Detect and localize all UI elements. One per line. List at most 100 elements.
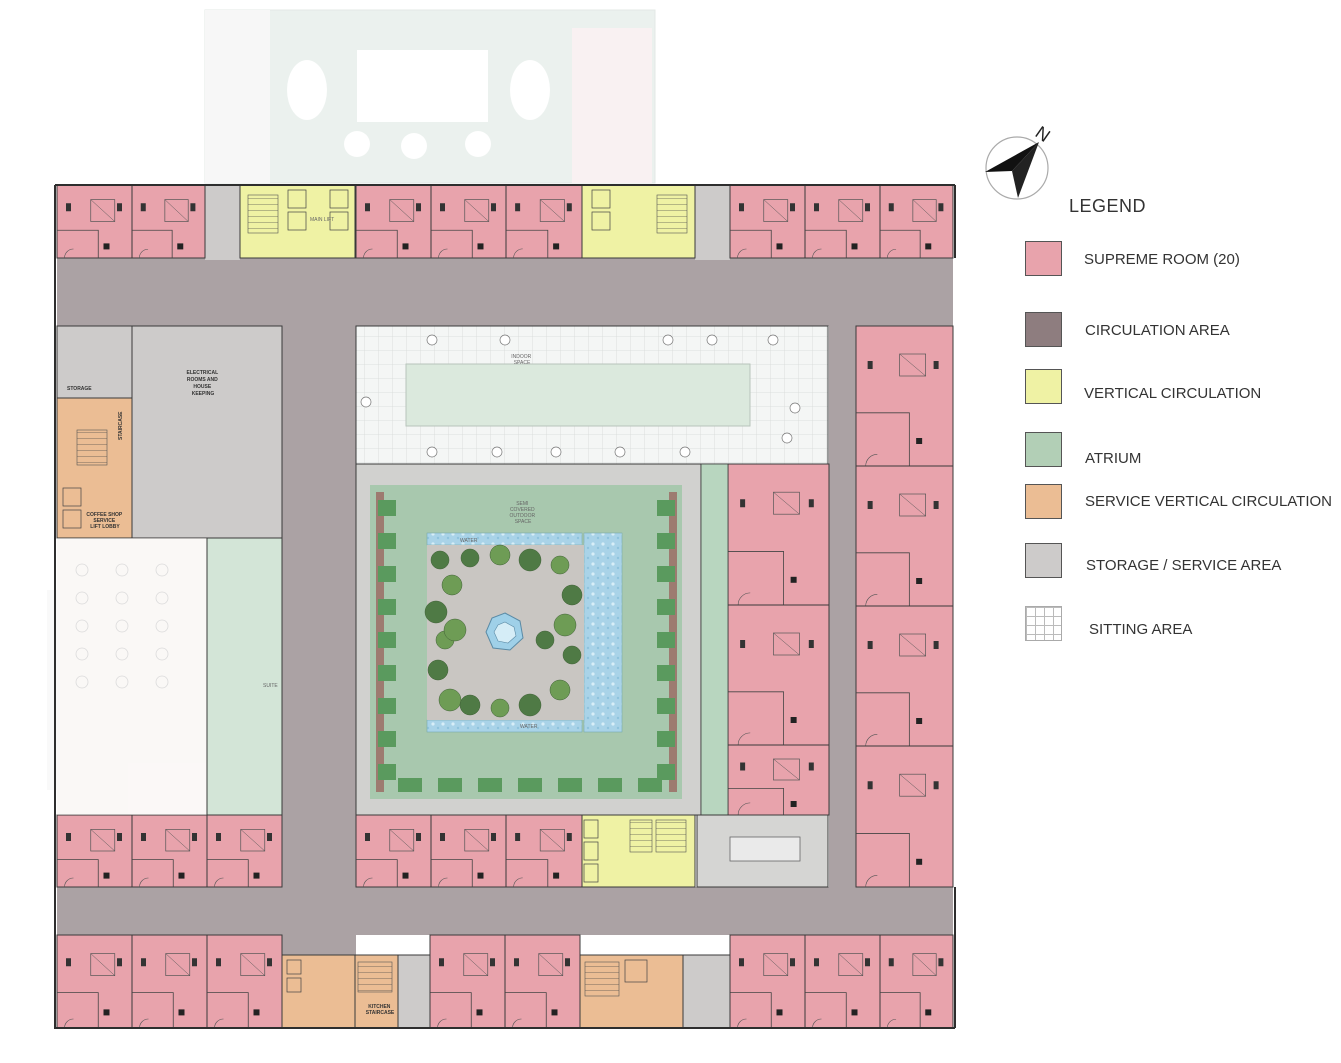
- electrical-label: ELECTRICAL ROOMS AND HOUSE KEEPING: [187, 370, 220, 397]
- tree: [489, 544, 511, 566]
- cafe-table: [426, 334, 438, 346]
- legend-item-service-vertical-circulation: SERVICE VERTICAL CIRCULATION: [1025, 484, 1341, 524]
- planter: [598, 778, 622, 792]
- tree: [549, 679, 571, 701]
- supreme-room: [206, 934, 283, 1029]
- legend-title: LEGEND: [1069, 196, 1147, 216]
- supreme-room: [855, 605, 954, 747]
- supreme-room: [727, 463, 830, 606]
- legend-item-vertical-circulation: VERTICAL CIRCULATION: [1025, 369, 1341, 409]
- supreme-room: [355, 184, 432, 259]
- tree: [562, 645, 582, 665]
- tree: [427, 659, 449, 681]
- tree: [490, 698, 510, 718]
- tree: [561, 584, 583, 606]
- supreme-room: [131, 814, 208, 888]
- supreme-room: [430, 814, 507, 888]
- staircase-label: STAIRCASE: [118, 411, 124, 440]
- legend-label: ATRIUM: [1085, 450, 1142, 467]
- coffee-table: [115, 563, 129, 577]
- coffee-table: [115, 619, 129, 633]
- supreme-room: [879, 934, 954, 1029]
- tree: [430, 550, 450, 570]
- coffee-table: [155, 675, 169, 689]
- coffee-table: [75, 563, 89, 577]
- planter: [478, 778, 502, 792]
- supreme-room: [505, 184, 583, 259]
- cafe-table: [781, 432, 793, 444]
- cafe-table: [679, 446, 691, 458]
- legend-label: SUPREME ROOM (20): [1084, 251, 1240, 268]
- supreme-room: [729, 934, 806, 1029]
- legend-swatch-sitting-area: [1025, 606, 1062, 641]
- supreme-room: [429, 934, 506, 1029]
- supreme-room: [56, 934, 133, 1029]
- legend-label: VERTICAL CIRCULATION: [1084, 385, 1262, 402]
- planter: [378, 764, 396, 780]
- supreme-room: [727, 604, 830, 746]
- planter: [657, 599, 675, 615]
- left-service-block: STORAGE ELECTRICAL ROOMS AND HOUSE KEEPI…: [56, 325, 283, 539]
- cafe-table: [662, 334, 674, 346]
- coffee-table: [75, 675, 89, 689]
- tree: [441, 574, 463, 596]
- planter: [657, 566, 675, 582]
- legend-swatch-storage: [1025, 543, 1062, 578]
- supreme-room: [131, 184, 206, 259]
- tree: [424, 600, 448, 624]
- tree: [518, 693, 542, 717]
- coffee-table: [75, 591, 89, 605]
- tree: [518, 548, 542, 572]
- legend-item-storage: STORAGE / SERVICE AREA: [1025, 543, 1341, 583]
- legend-swatch-supreme-room: [1025, 241, 1062, 276]
- coffee-table: [115, 647, 129, 661]
- supreme-room: [729, 184, 806, 259]
- legend-item-sitting-area: SITTING AREA: [1025, 606, 1341, 646]
- coffee-table: [115, 675, 129, 689]
- tree: [550, 555, 570, 575]
- planter: [518, 778, 542, 792]
- legend-label: STORAGE / SERVICE AREA: [1086, 557, 1282, 574]
- indoor-sitting-area: INDOOR SPACE: [355, 325, 829, 465]
- supreme-room: [206, 814, 283, 888]
- supreme-room: [505, 814, 583, 888]
- planter: [378, 500, 396, 516]
- service-strip: [696, 814, 829, 888]
- planter: [657, 632, 675, 648]
- cafe-table: [491, 446, 503, 458]
- planter: [438, 778, 462, 792]
- top-banquet-area: [204, 9, 656, 184]
- supreme-room: [56, 184, 133, 259]
- tree: [443, 618, 467, 642]
- planter: [378, 599, 396, 615]
- supreme-room: [855, 465, 954, 607]
- supreme-room: [131, 934, 208, 1029]
- water-top-label: WATER: [460, 538, 478, 544]
- supreme-rooms: [56, 184, 954, 1029]
- atrium: SEMI COVERED OUTDOOR SPACE WATER WATER: [355, 463, 729, 816]
- north-arrow-icon: [985, 136, 1049, 200]
- circulation-area: [57, 185, 953, 1028]
- cafe-table: [614, 446, 626, 458]
- coffee-table: [115, 591, 129, 605]
- planter: [657, 698, 675, 714]
- supreme-room: [727, 744, 830, 816]
- supreme-room: [430, 184, 507, 259]
- legend-item-circulation: CIRCULATION AREA: [1025, 312, 1341, 352]
- planter: [657, 500, 675, 516]
- planter: [657, 764, 675, 780]
- planter: [378, 731, 396, 747]
- legend-item-atrium: ATRIUM: [1025, 432, 1341, 472]
- cafe-table: [360, 396, 372, 408]
- cafe-table: [706, 334, 718, 346]
- suite-label: SUITE: [263, 683, 278, 689]
- coffee-shop-label: COFFEE SHOP SERVICE LIFT LOBBY: [86, 512, 123, 530]
- planter: [378, 665, 396, 681]
- planter: [657, 731, 675, 747]
- tree: [553, 613, 577, 637]
- water-bottom-label: WATER: [520, 724, 538, 730]
- semi-covered-label: SEMI COVERED OUTDOOR SPACE: [510, 501, 537, 525]
- supreme-room: [355, 814, 432, 888]
- supreme-room: [855, 325, 954, 467]
